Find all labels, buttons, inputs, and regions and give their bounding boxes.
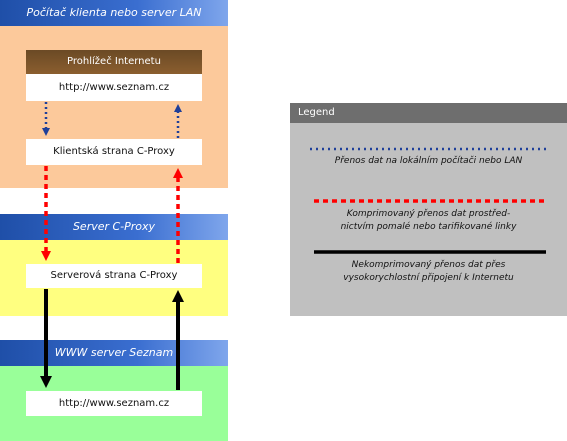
legend-item-uncompressed-line1: Nekomprimovaný přenos dat přes bbox=[351, 260, 506, 270]
client-zone-header: Počítač klienta nebo server LAN bbox=[0, 0, 228, 26]
legend-panel bbox=[290, 103, 567, 316]
legend-item-uncompressed: Nekomprimovaný přenos dat přes vysokoryc… bbox=[290, 259, 567, 285]
legend-item-uncompressed-line2: vysokorychlostní připojení k Internetu bbox=[343, 273, 514, 283]
legend-item-local-line1: Přenos dat na lokálním počítači nebo LAN bbox=[334, 156, 523, 166]
browser-url: http://www.seznam.cz bbox=[26, 74, 202, 101]
server-proxy-box: Serverová strana C-Proxy bbox=[26, 264, 202, 288]
browser-title: Prohlížeč Internetu bbox=[26, 50, 202, 74]
legend-samples bbox=[310, 147, 548, 254]
www-server-box: http://www.seznam.cz bbox=[26, 391, 202, 416]
client-proxy-box: Klientská strana C-Proxy bbox=[26, 139, 202, 165]
legend-item-compressed-line2: nictvím pomalé nebo tarifikované linky bbox=[340, 222, 517, 232]
legend-title: Legend bbox=[290, 103, 567, 123]
proxy-zone-header: Server C-Proxy bbox=[0, 214, 228, 240]
flow-arrows bbox=[40, 102, 184, 390]
legend-item-local: Přenos dat na lokálním počítači nebo LAN bbox=[290, 155, 567, 168]
legend-item-compressed: Komprimovaný přenos dat prostřed- nictví… bbox=[290, 208, 567, 234]
www-zone-header: WWW server Seznam bbox=[0, 340, 228, 366]
legend-item-compressed-line1: Komprimovaný přenos dat prostřed- bbox=[346, 209, 511, 219]
